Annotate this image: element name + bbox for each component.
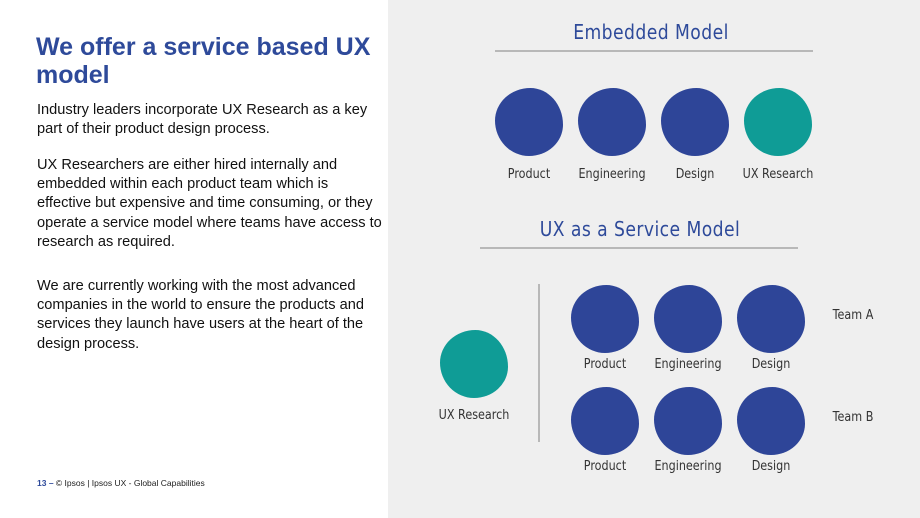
embedded-product-node <box>495 88 563 156</box>
team-a-design-node <box>737 285 805 353</box>
team-a-product-node <box>571 285 639 353</box>
team-a-product-label: Product <box>583 357 627 372</box>
service-model-title: UX as a Service Model <box>539 217 741 241</box>
service-ux-research-label: UX Research <box>438 408 510 423</box>
team-a-engineering-node <box>654 285 722 353</box>
footer-text: © Ipsos | Ipsos UX - Global Capabilities <box>55 478 205 488</box>
team-b-label: Team B <box>832 410 874 425</box>
text-panel: We offer a service based UX model Indust… <box>0 0 388 518</box>
embedded-product-label: Product <box>507 167 551 182</box>
team-b-engineering-node <box>654 387 722 455</box>
footer: 13 – © Ipsos | Ipsos UX - Global Capabil… <box>37 478 205 488</box>
paragraph-2: UX Researchers are either hired internal… <box>37 157 382 250</box>
embedded-engineering-node <box>578 88 646 156</box>
embedded-engineering-label: Engineering <box>578 167 646 182</box>
service-ux-research-node <box>440 330 508 398</box>
team-a-engineering-label: Engineering <box>654 357 722 372</box>
team-a-label: Team A <box>832 308 874 323</box>
embedded-model-title: Embedded Model <box>573 20 729 44</box>
service-model-rule <box>480 247 798 249</box>
embedded-design-node <box>661 88 729 156</box>
embedded-ux-research-label: UX Research <box>742 167 814 182</box>
embedded-design-label: Design <box>675 167 715 182</box>
team-b-product-node <box>571 387 639 455</box>
diagram-panel: Embedded Model Product Engineering Desig… <box>388 0 920 518</box>
paragraph-3: We are currently working with the most a… <box>37 278 364 352</box>
embedded-ux-research-node <box>744 88 812 156</box>
paragraph-1: Industry leaders incorporate UX Research… <box>37 102 368 138</box>
page-number: 13 – <box>37 478 54 488</box>
team-b-design-label: Design <box>751 459 791 474</box>
service-divider <box>538 284 540 442</box>
team-a-design-label: Design <box>751 357 791 372</box>
team-b-engineering-label: Engineering <box>654 459 722 474</box>
embedded-model-rule <box>495 50 813 52</box>
team-b-design-node <box>737 387 805 455</box>
team-b-product-label: Product <box>583 459 627 474</box>
slide-title: We offer a service based UX model <box>36 33 371 89</box>
